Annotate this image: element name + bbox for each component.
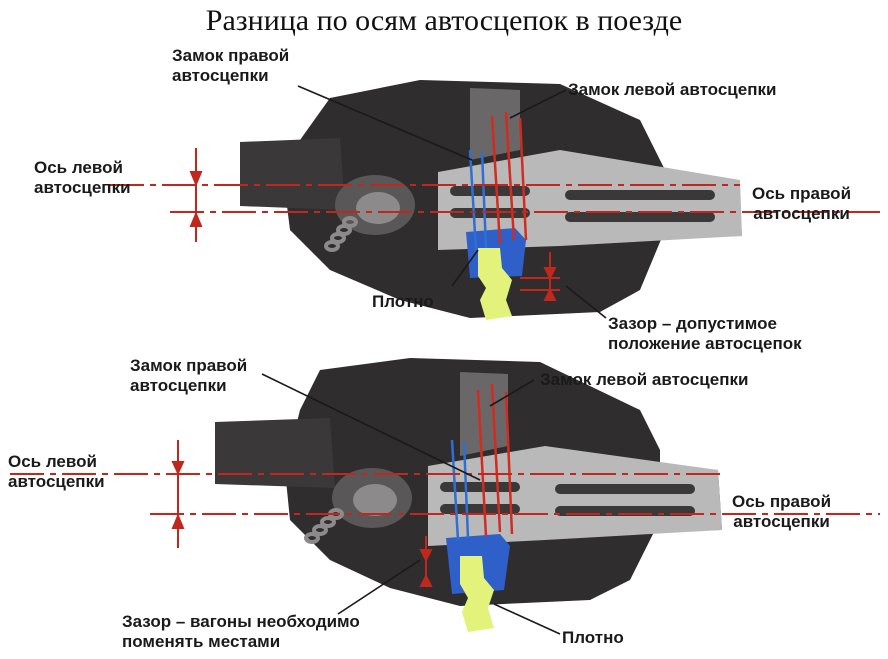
bottom-gap-label: Зазор – вагоны необходимо поменять места…: [122, 612, 360, 652]
top-right-axis-label-line1: Ось правой: [752, 184, 852, 203]
bottom-coupler-illustration: [215, 358, 722, 632]
bottom-right-axis-label: Ось правой автосцепки: [732, 492, 831, 532]
bottom-right-axis-label-line1: Ось правой: [732, 492, 832, 511]
top-slot-4: [565, 212, 715, 222]
top-coupler-illustration: [240, 80, 742, 320]
bottom-left-axis-label-line1: Ось левой: [8, 452, 97, 471]
bottom-lock-lines: [450, 383, 514, 541]
bottom-tight-label: Плотно: [562, 628, 624, 647]
top-left-axis-label-line1: Ось левой: [34, 158, 123, 177]
bottom-slot-2: [440, 504, 520, 514]
bottom-left-axis-label-line2: автосцепки: [8, 472, 105, 491]
top-axis-difference-arrow: [189, 148, 203, 242]
bottom-right-axis-label-line2: автосцепки: [733, 512, 830, 531]
bottom-gap-arrow: [419, 536, 433, 587]
bottom-axis-difference-arrow: [171, 440, 185, 548]
top-right-lock-label-line2: автосцепки: [172, 66, 269, 85]
top-tight-label: Плотно: [372, 292, 434, 311]
bottom-yellow-knuckle: [460, 556, 494, 632]
top-left-axis-label: Ось левой автосцепки: [34, 158, 131, 198]
bottom-right-lock-label-line2: автосцепки: [130, 376, 227, 395]
top-lock-lines: [468, 111, 528, 251]
top-gap-label-line2: положение автосцепок: [608, 334, 802, 353]
top-left-shank: [240, 138, 345, 210]
page-title: Разница по осям автосцепок в поезде: [205, 4, 683, 37]
bottom-gap-label-line1: Зазор – вагоны необходимо: [122, 612, 360, 631]
top-gap-label: Зазор – допустимое положение автосцепок: [608, 314, 802, 354]
top-gap-arrow: [520, 252, 560, 301]
bottom-slot-1: [440, 482, 520, 492]
top-slot-1: [450, 186, 530, 196]
top-right-axis-label-line2: автосцепки: [753, 204, 850, 223]
bottom-left-lock-label: Замок левой автосцепки: [540, 370, 749, 389]
top-chain: [324, 216, 358, 252]
top-right-lock-label: Замок правой автосцепки: [172, 46, 289, 86]
top-slot-3: [565, 190, 715, 200]
top-round-boss-inner: [356, 192, 400, 224]
bottom-head-plate: [428, 446, 722, 546]
top-yellow-knuckle: [478, 248, 512, 320]
bottom-leader-lines: [261, 373, 561, 635]
bottom-right-lock-label: Замок правой автосцепки: [130, 356, 247, 396]
bottom-left-shank: [215, 418, 335, 488]
bottom-right-lock-label-line1: Замок правой: [130, 356, 248, 375]
top-right-axis-label: Ось правой автосцепки: [752, 184, 851, 224]
top-left-axis-label-line2: автосцепки: [34, 178, 131, 197]
bottom-gap-label-line2: поменять местами: [122, 632, 281, 651]
top-leader-lines: [297, 85, 607, 319]
bottom-upper-lug: [460, 372, 508, 456]
bottom-slot-3: [555, 484, 695, 494]
top-right-lock-label-line1: Замок правой: [172, 46, 290, 65]
top-left-lock-label: Замок левой автосцепки: [568, 80, 777, 99]
bottom-round-boss-inner: [353, 484, 397, 516]
bottom-left-axis-label: Ось левой автосцепки: [8, 452, 105, 492]
top-gap-label-line1: Зазор – допустимое: [608, 314, 777, 333]
